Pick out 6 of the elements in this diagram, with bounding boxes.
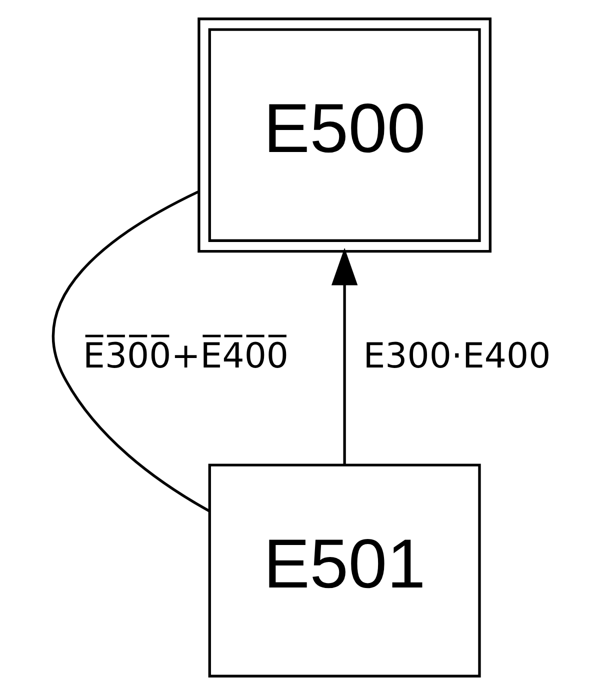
node-box: E500 [197, 18, 492, 253]
edge-label: E300·E400 [362, 336, 550, 376]
edge-label: E̅3̅0̅0̅+E̅4̅0̅0̅ [82, 336, 288, 376]
connector [51, 190, 210, 512]
node-box: E501 [208, 464, 480, 678]
arrow [330, 248, 358, 466]
